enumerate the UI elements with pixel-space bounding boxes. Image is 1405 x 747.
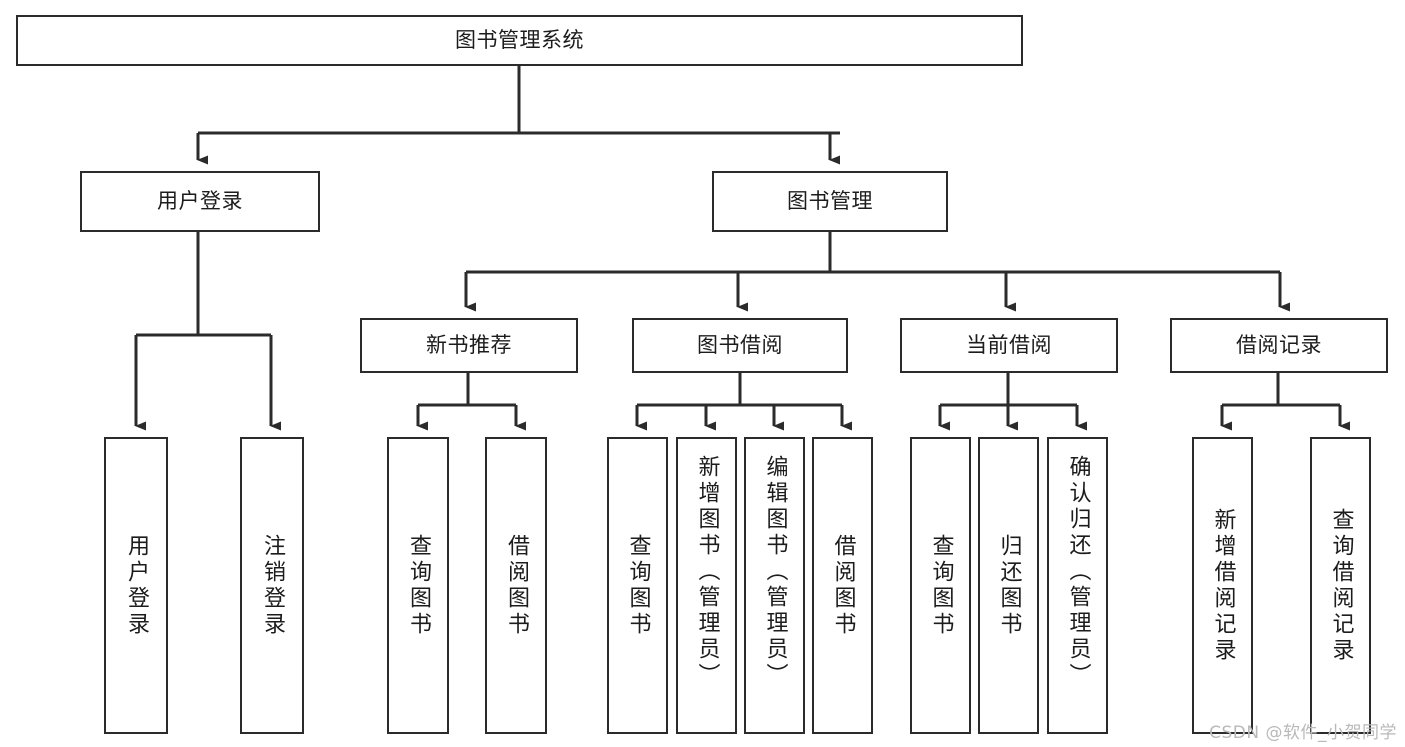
node-label: 图书管理 xyxy=(787,189,873,214)
node-label: 借阅记录 xyxy=(1236,333,1322,358)
node-leaf-query-book-recommend[interactable]: 查询图书 xyxy=(387,437,449,734)
node-leaf-return-book[interactable]: 归还图书 xyxy=(978,437,1039,734)
node-leaf-confirm-return-admin[interactable]: 确认归还（管理员） xyxy=(1047,437,1108,734)
node-borrow-record[interactable]: 借阅记录 xyxy=(1170,318,1388,373)
node-leaf-query-book-current[interactable]: 查询图书 xyxy=(910,437,971,734)
node-label: 注销登录 xyxy=(260,533,285,638)
node-label: 确认归还（管理员） xyxy=(1065,455,1091,689)
node-leaf-edit-book-admin[interactable]: 编辑图书（管理员） xyxy=(744,437,805,734)
node-label: 新增图书（管理员） xyxy=(694,455,720,689)
node-label: 当前借阅 xyxy=(966,333,1052,358)
node-user-login[interactable]: 用户登录 xyxy=(80,171,320,232)
node-root-library-system[interactable]: 图书管理系统 xyxy=(16,15,1023,66)
node-book-borrow[interactable]: 图书借阅 xyxy=(632,318,848,373)
node-leaf-query-book-borrow[interactable]: 查询图书 xyxy=(607,437,668,734)
node-book-management[interactable]: 图书管理 xyxy=(712,171,948,232)
node-label: 归还图书 xyxy=(996,533,1022,638)
node-label: 编辑图书（管理员） xyxy=(762,455,788,689)
node-leaf-borrow-book[interactable]: 借阅图书 xyxy=(812,437,873,734)
node-new-book-recommend[interactable]: 新书推荐 xyxy=(360,318,578,373)
node-label: 查询图书 xyxy=(928,533,954,638)
node-leaf-add-book-admin[interactable]: 新增图书（管理员） xyxy=(676,437,737,734)
node-label: 新增借阅记录 xyxy=(1210,507,1236,664)
node-label: 图书借阅 xyxy=(697,333,783,358)
node-label: 查询借阅记录 xyxy=(1328,507,1354,664)
node-label: 查询图书 xyxy=(406,533,431,638)
node-leaf-add-borrow-record[interactable]: 新增借阅记录 xyxy=(1192,437,1253,734)
node-label: 借阅图书 xyxy=(504,533,529,638)
node-label: 用户登录 xyxy=(124,533,149,638)
node-leaf-query-borrow-record[interactable]: 查询借阅记录 xyxy=(1310,437,1371,734)
node-leaf-logout[interactable]: 注销登录 xyxy=(240,437,304,734)
node-label: 图书管理系统 xyxy=(455,28,584,53)
node-leaf-user-login[interactable]: 用户登录 xyxy=(104,437,168,734)
node-leaf-borrow-book-recommend[interactable]: 借阅图书 xyxy=(485,437,547,734)
node-label: 借阅图书 xyxy=(830,533,856,638)
node-label: 新书推荐 xyxy=(426,333,512,358)
node-current-borrow[interactable]: 当前借阅 xyxy=(900,318,1118,373)
node-label: 查询图书 xyxy=(625,533,651,638)
node-label: 用户登录 xyxy=(157,189,243,214)
